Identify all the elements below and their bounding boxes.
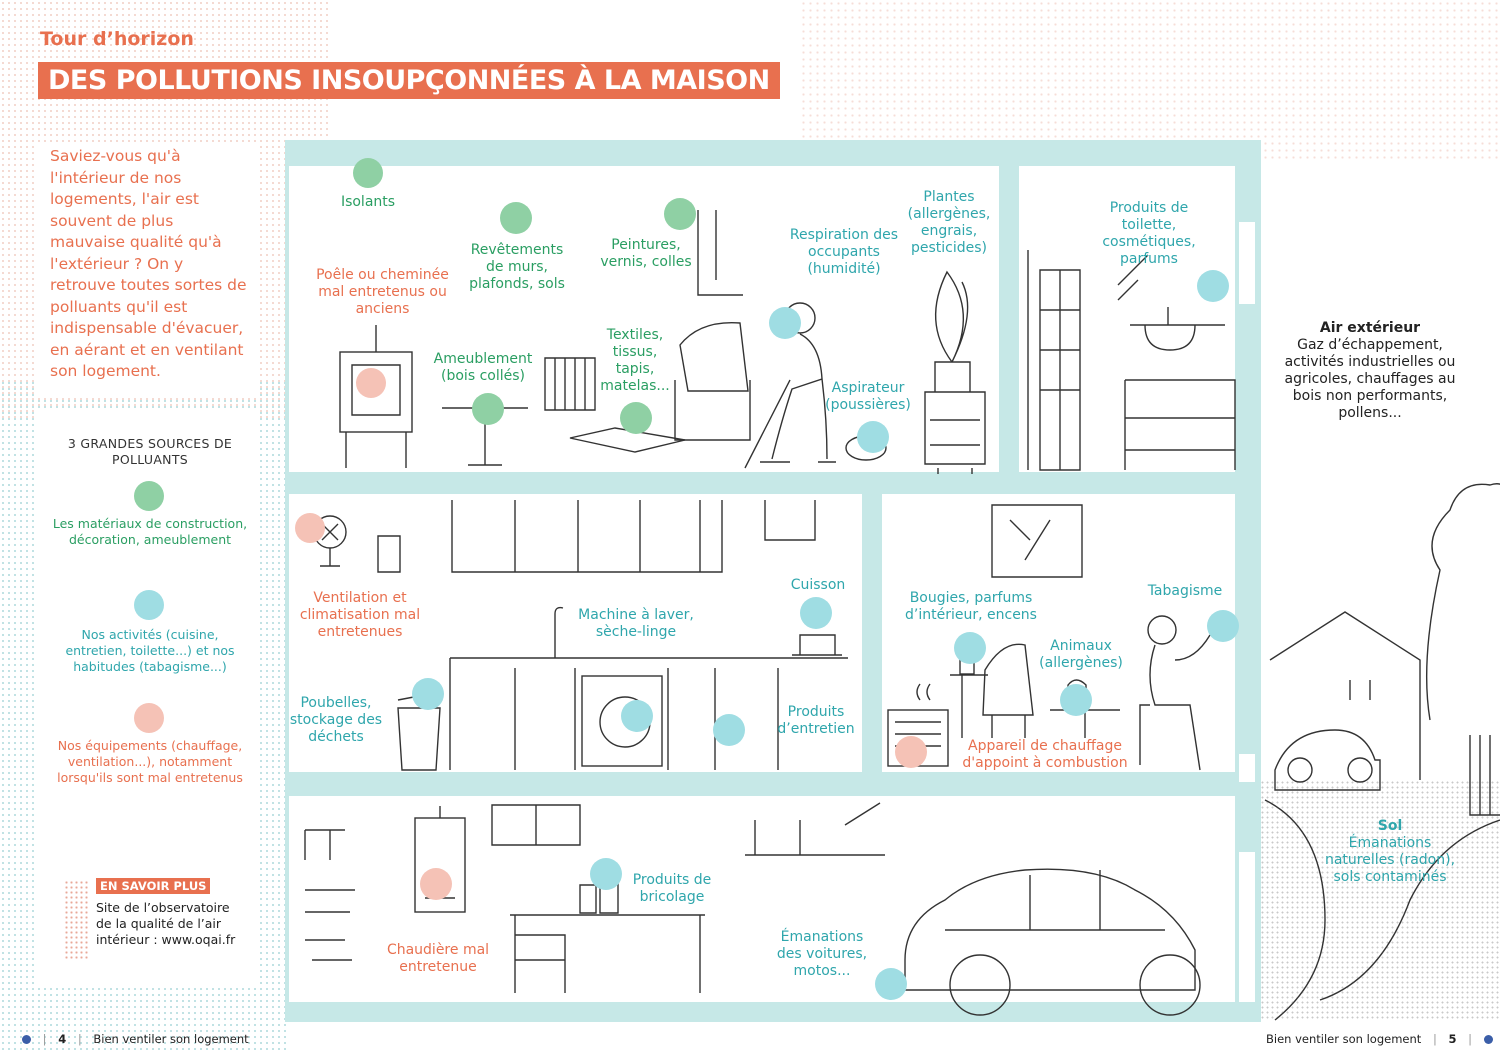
label-poele: Poêle ou cheminée mal entretenus ou anci… xyxy=(316,267,449,317)
label-produits-entretien: Produits d’entretien xyxy=(777,704,855,737)
outdoor-car-icon xyxy=(1274,729,1381,791)
footer-title: Bien ventiler son logement xyxy=(93,1032,249,1046)
source-dot-green xyxy=(500,202,532,234)
dotted-texture xyxy=(800,0,1500,160)
legend-teal-dot xyxy=(134,590,164,620)
source-dot-pink xyxy=(420,868,452,900)
shower-icon xyxy=(1027,250,1081,471)
label-voitures: Émanations des voitures, motos... xyxy=(776,929,868,979)
outdoor-air-block: Air extérieur Gaz d’échappement, activit… xyxy=(1270,320,1470,422)
source-dot-teal xyxy=(875,968,907,1000)
source-dot-pink xyxy=(356,368,386,398)
source-dot-teal xyxy=(590,858,622,890)
republic-logo-icon xyxy=(22,1035,31,1044)
label-chaudiere: Chaudière mal entretenue xyxy=(386,942,490,975)
window-gap xyxy=(1239,852,1255,1002)
sol-title: Sol xyxy=(1377,818,1403,834)
source-dot-green xyxy=(353,158,383,188)
window-gap xyxy=(1239,754,1255,782)
page-number: 5 xyxy=(1448,1032,1457,1046)
intro-text: Saviez-vous qu'à l'intérieur de nos loge… xyxy=(50,147,247,380)
legend-pink-dot xyxy=(134,703,164,733)
source-dot-teal xyxy=(954,632,986,664)
label-ventilation: Ventilation et climatisation mal entrete… xyxy=(299,590,421,640)
source-dot-teal xyxy=(621,700,653,732)
source-dot-teal xyxy=(412,678,444,710)
legend-item-activities: Nos activités (cuisine, entretien, toile… xyxy=(65,627,235,674)
source-dot-teal xyxy=(713,714,745,746)
label-tabagisme: Tabagisme xyxy=(1147,583,1223,599)
armchair-icon xyxy=(674,321,751,441)
republic-logo-icon xyxy=(1483,1035,1493,1044)
page-title: DES POLLUTIONS INSOUPÇONNÉES À LA MAISON xyxy=(38,62,780,99)
source-dot-teal xyxy=(1207,610,1239,642)
source-dot-teal xyxy=(1060,684,1092,716)
label-ameublement: Ameublement (bois collés) xyxy=(433,351,533,384)
legend-item-equipment: Nos équipements (chauffage, ventilation.… xyxy=(57,738,243,785)
legend-title: 3 GRANDES SOURCES DE POLLUANTS xyxy=(67,436,233,467)
footer-right: Bien ventiler son logement | 5 | xyxy=(1266,1032,1493,1046)
source-dot-pink xyxy=(895,736,927,768)
room-garage xyxy=(289,796,1235,1002)
source-dot-green xyxy=(472,393,504,425)
label-isolants: Isolants xyxy=(340,194,396,210)
savoir-text[interactable]: Site de l’observatoire de la qualité de … xyxy=(96,900,236,947)
savoir-tag: EN SAVOIR PLUS xyxy=(96,878,211,894)
intro-card xyxy=(38,142,258,396)
label-respiration: Respiration des occupants (humidité) xyxy=(789,227,899,277)
source-dot-pink xyxy=(295,513,325,543)
soil-block: Sol Émanations naturelles (radon), sols … xyxy=(1320,818,1460,886)
kicker: Tour d’horizon xyxy=(40,28,194,50)
label-bougies: Bougies, parfums d’intérieur, encens xyxy=(905,590,1037,623)
legend-item-materials: Les matériaux de construction, décoratio… xyxy=(52,516,248,547)
room-bathroom xyxy=(1019,166,1235,472)
window-gap xyxy=(1239,222,1255,304)
label-animaux: Animaux (allergènes) xyxy=(1039,638,1123,671)
label-chauffage-appoint: Appareil de chauffage d'appoint à combus… xyxy=(960,738,1130,772)
label-cuisson: Cuisson xyxy=(790,577,846,593)
label-poubelles: Poubelles, stockage des déchets xyxy=(289,695,383,745)
washing-machine-icon xyxy=(581,675,663,767)
air-title: Air extérieur xyxy=(1319,320,1421,336)
label-plantes: Plantes (allergènes, engrais, pesticides… xyxy=(907,189,991,256)
label-produits-toilette: Produits de toilette, cosmétiques, parfu… xyxy=(1102,200,1196,267)
source-dot-green xyxy=(664,198,696,230)
source-dot-green xyxy=(620,402,652,434)
plant-icon xyxy=(934,270,969,363)
tree-icon xyxy=(1425,483,1500,721)
label-bricolage: Produits de bricolage xyxy=(632,872,712,905)
dotted-texture xyxy=(64,880,88,960)
sol-text: Émanations naturelles (radon), sols cont… xyxy=(1324,835,1456,885)
footer-left: | 4 | Bien ventiler son logement xyxy=(22,1032,249,1046)
label-machine: Machine à laver, sèche-linge xyxy=(578,607,694,640)
source-dot-teal xyxy=(857,421,889,453)
page-number: 4 xyxy=(58,1032,67,1046)
label-textiles: Textiles, tissus, tapis, matelas... xyxy=(600,327,670,394)
source-dot-teal xyxy=(769,307,801,339)
source-dot-teal xyxy=(1197,270,1229,302)
footer-title: Bien ventiler son logement xyxy=(1266,1032,1422,1046)
air-text: Gaz d’échappement, activités industriell… xyxy=(1284,337,1456,421)
legend-green-dot xyxy=(134,481,164,511)
woman-icon xyxy=(1147,615,1177,645)
label-revetements: Revêtements de murs, plafonds, sols xyxy=(469,242,565,292)
label-aspirateur: Aspirateur (poussières) xyxy=(825,380,911,413)
car-icon xyxy=(904,868,1196,991)
source-dot-teal xyxy=(800,597,832,629)
label-peintures: Peintures, vernis, colles xyxy=(600,237,692,270)
